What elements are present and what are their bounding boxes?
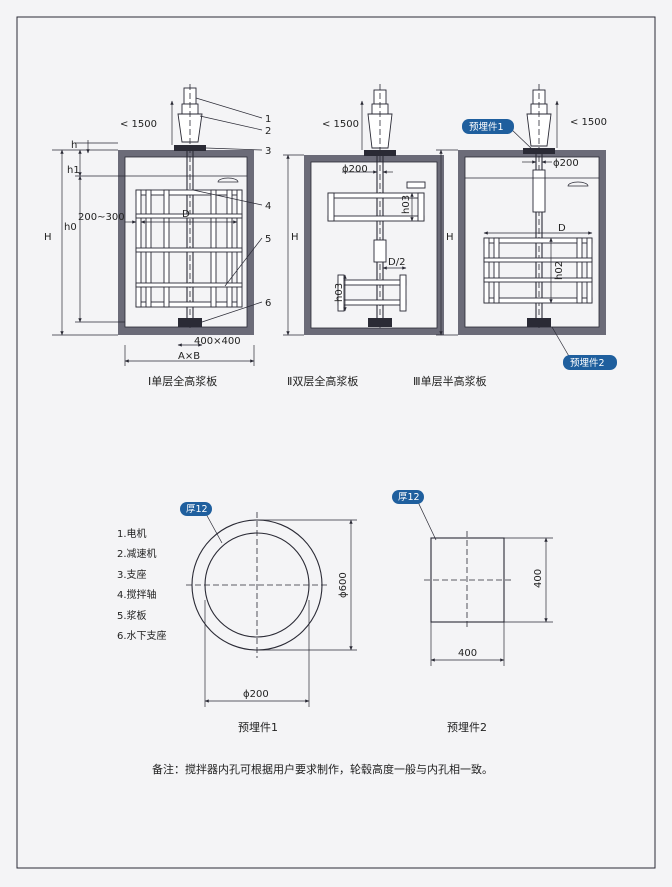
fig2-shaft	[373, 84, 387, 328]
part1-caption: 预埋件1	[238, 721, 278, 734]
fig1-height-limit: < 1500	[120, 119, 157, 130]
callout-5: 5	[265, 234, 271, 245]
callout-1: 1	[265, 114, 271, 125]
part2-dim-vertical: 400	[533, 569, 544, 588]
fig1-caption: Ⅰ单层全高浆板	[148, 374, 217, 388]
fig2-dim-h03-bottom: h03	[334, 283, 345, 302]
fig3-tag-bottom: 预埋件2	[551, 326, 617, 370]
fig2-dim-d2: D/2	[388, 257, 405, 268]
fig2-dim-h03-top: h03	[401, 195, 412, 214]
legend-item-5: 5.浆板	[117, 609, 147, 622]
fig1-dim-D: D	[182, 209, 190, 220]
part2-caption: 预埋件2	[447, 721, 487, 734]
fig3-tag-top-label: 预埋件1	[469, 121, 504, 133]
fig2-underwater-support	[368, 318, 392, 327]
part1-dim-horizontal: ϕ200	[243, 689, 269, 700]
part1-dim-vertical: ϕ600	[338, 572, 349, 598]
callout-2: 2	[265, 126, 271, 137]
legend-item-4: 4.搅拌轴	[117, 588, 157, 601]
fig2-lower-paddle	[337, 274, 407, 312]
fig3-tag-bottom-label: 预埋件2	[570, 357, 605, 369]
fig3-caption: Ⅲ单层半高浆板	[413, 374, 487, 388]
parts-legend: 1.电机 2.减速机 3.支座 4.搅拌轴 5.浆板 6.水下支座	[117, 527, 167, 642]
sheet-frame	[16, 16, 656, 869]
callout-3: 3	[265, 146, 271, 157]
fig3-dimensions: ϕ200 D h02 H < 1500	[436, 100, 607, 336]
legend-item-2: 2.减速机	[117, 547, 157, 560]
callout-4: 4	[265, 201, 271, 212]
fig1-dim-H: H	[44, 232, 52, 243]
fig3-water-level	[465, 177, 599, 187]
fig1-underwater-support	[178, 318, 202, 327]
legend-item-6: 6.水下支座	[117, 629, 167, 642]
legend-item-1: 1.电机	[117, 527, 147, 540]
fig3-dim-h02: h02	[554, 261, 565, 280]
fig3-dim-phi: ϕ200	[553, 158, 579, 169]
fig3-single-layer-half-height: ϕ200 D h02 H < 1500 预埋件1 预埋件2 Ⅲ单层半高浆板	[413, 84, 617, 388]
fig1-dim-h0: h0	[64, 222, 77, 233]
fig3-height-limit: < 1500	[570, 117, 607, 128]
fig2-height-limit: < 1500	[322, 119, 359, 130]
part2-thickness-tag: 厚12	[398, 492, 420, 503]
fig1-dim-gap: 200~300	[78, 212, 125, 223]
fig2-dim-H: H	[291, 232, 299, 243]
fig2-dimensions: ϕ200 h03 D/2 h03 H < 1500	[283, 100, 414, 336]
fig3-shaft	[532, 84, 546, 328]
callout-6: 6	[265, 298, 271, 309]
legend-item-3: 3.支座	[117, 568, 147, 581]
fig1-paddle-frame	[135, 189, 243, 308]
fig3-paddle-frame	[483, 237, 593, 304]
fig1-dimensions: h h1 h0 H 200~300 D 400×400 A×B < 1500	[44, 100, 255, 366]
fig3-dim-H: H	[446, 232, 454, 243]
fig3-underwater-support	[527, 318, 551, 327]
fig2-double-layer-full-height: ϕ200 h03 D/2 h03 H < 1500 Ⅱ双层全高浆板	[283, 84, 444, 388]
fig2-caption: Ⅱ双层全高浆板	[287, 374, 358, 388]
note-remark: 备注：搅拌器内孔可根据用户要求制作，轮毂高度一般与内孔相一致。	[152, 762, 493, 776]
fig1-dim-h: h	[71, 140, 77, 151]
fig1-single-layer-full-height: h h1 h0 H 200~300 D 400×400 A×B < 1500 1…	[44, 84, 271, 388]
fig2-dim-phi: ϕ200	[342, 164, 368, 175]
part2-dim-horizontal: 400	[458, 648, 477, 659]
fig2-upper-paddle	[327, 181, 426, 222]
fig1-dim-h1: h1	[67, 165, 80, 176]
fig3-tag-top: 预埋件1	[462, 119, 534, 151]
fig1-callouts: 1 2 3 4 5 6	[192, 97, 271, 323]
part1-thickness-tag: 厚12	[186, 504, 208, 515]
fig3-dim-D: D	[558, 223, 566, 234]
fig1-dim-base: 400×400	[194, 336, 241, 347]
embedded-part-2: 厚12 400 400 预埋件2	[392, 490, 553, 734]
embedded-part-1: 厚12 ϕ600 ϕ200 预埋件1	[180, 502, 357, 734]
fig1-water-level	[125, 175, 247, 183]
fig1-dim-axb: A×B	[178, 351, 200, 362]
